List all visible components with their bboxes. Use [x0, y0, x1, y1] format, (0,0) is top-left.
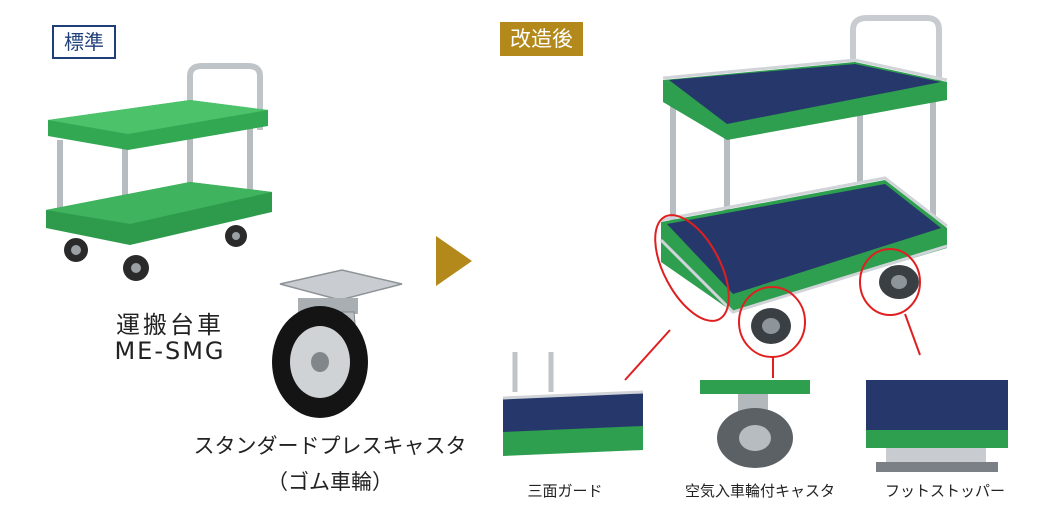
detail-caster-label: 空気入車輪付キャスタ — [684, 482, 835, 500]
guard-detail-image — [503, 352, 643, 456]
arrow-right-icon — [436, 236, 472, 286]
caster-name: スタンダードプレスキャスタ — [193, 434, 467, 458]
caster-type: （ゴム車輪） — [267, 470, 393, 494]
standard-badge: 標準 — [52, 25, 116, 59]
modified-badge: 改造後 — [500, 22, 583, 56]
foot-stopper-detail-image — [866, 380, 1008, 472]
product-model: ME-SMG — [114, 337, 226, 365]
standard-cart-image — [46, 63, 272, 281]
press-caster-image — [272, 269, 403, 418]
detail-stopper-label: フットストッパー — [884, 482, 1005, 500]
product-name: 運搬台車 — [116, 311, 224, 339]
air-caster-detail-image — [700, 380, 810, 468]
modified-cart-image — [659, 15, 948, 344]
detail-guard-label: 三面ガード — [527, 482, 603, 500]
